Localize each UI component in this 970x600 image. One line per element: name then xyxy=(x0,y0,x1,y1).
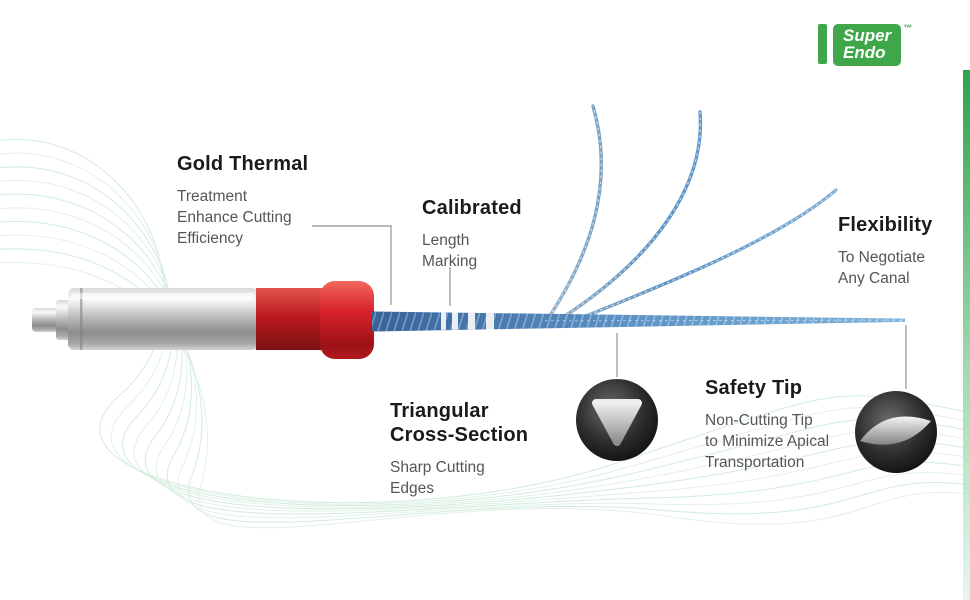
callout-text-line: Sharp Cutting xyxy=(390,459,485,476)
rubber-stopper xyxy=(320,281,374,359)
cross-section-photo xyxy=(576,379,658,461)
callout-calibrated: Calibrated Length Marking xyxy=(422,196,522,272)
file-handle xyxy=(32,288,258,350)
trademark-symbol: ™ xyxy=(903,23,913,33)
logo-line1: Super xyxy=(843,26,892,45)
callout-text-line: Non-Cutting Tip xyxy=(705,412,813,429)
callout-text-line: to Minimize Apical xyxy=(705,433,830,450)
red-ring xyxy=(256,288,324,350)
file-shaft xyxy=(372,311,905,332)
callout-text-line: Transportation xyxy=(705,454,805,471)
logo-accent-bar xyxy=(818,24,827,64)
callout-title: Flexibility xyxy=(838,214,933,236)
logo-wordmark: Super Endo xyxy=(833,24,902,66)
callout-text-line: Enhance Cutting xyxy=(177,209,292,226)
callout-gold-thermal: Gold Thermal Treatment Enhance Cutting E… xyxy=(177,152,308,249)
callout-text-line: To Negotiate xyxy=(838,249,926,266)
callout-text-line: Treatment xyxy=(177,188,248,205)
callout-triangular-cross-section: Triangular Cross-Section Sharp Cutting E… xyxy=(390,399,528,499)
endo-file-instrument xyxy=(32,104,905,359)
callout-safety-tip: Safety Tip Non-Cutting Tip to Minimize A… xyxy=(705,376,829,473)
callout-text-line: Length xyxy=(422,232,470,249)
callout-text-line: Any Canal xyxy=(838,270,910,287)
connector-gold-thermal xyxy=(312,225,392,305)
callout-text-line: Edges xyxy=(390,480,434,497)
connector-lines xyxy=(312,225,907,389)
callout-text-line: Efficiency xyxy=(177,230,244,247)
length-markings xyxy=(441,312,494,330)
brand-logo: Super Endo ™ xyxy=(818,24,912,66)
callout-title: Safety Tip xyxy=(705,377,803,399)
rounded-tip-shape xyxy=(860,416,931,445)
callout-title-line1: Triangular xyxy=(390,400,489,422)
right-accent-bar xyxy=(963,70,970,600)
callout-title: Calibrated xyxy=(422,197,522,219)
safety-tip-photo xyxy=(855,391,937,473)
callout-title-line2: Cross-Section xyxy=(390,424,529,446)
callout-title: Gold Thermal xyxy=(177,153,309,175)
callout-text-line: Marking xyxy=(422,253,478,270)
callout-flexibility: Flexibility To Negotiate Any Canal xyxy=(838,213,932,289)
logo-line2: Endo xyxy=(843,43,886,63)
flexed-file-curves xyxy=(547,104,838,321)
triangle-cross-section-shape xyxy=(592,399,642,446)
